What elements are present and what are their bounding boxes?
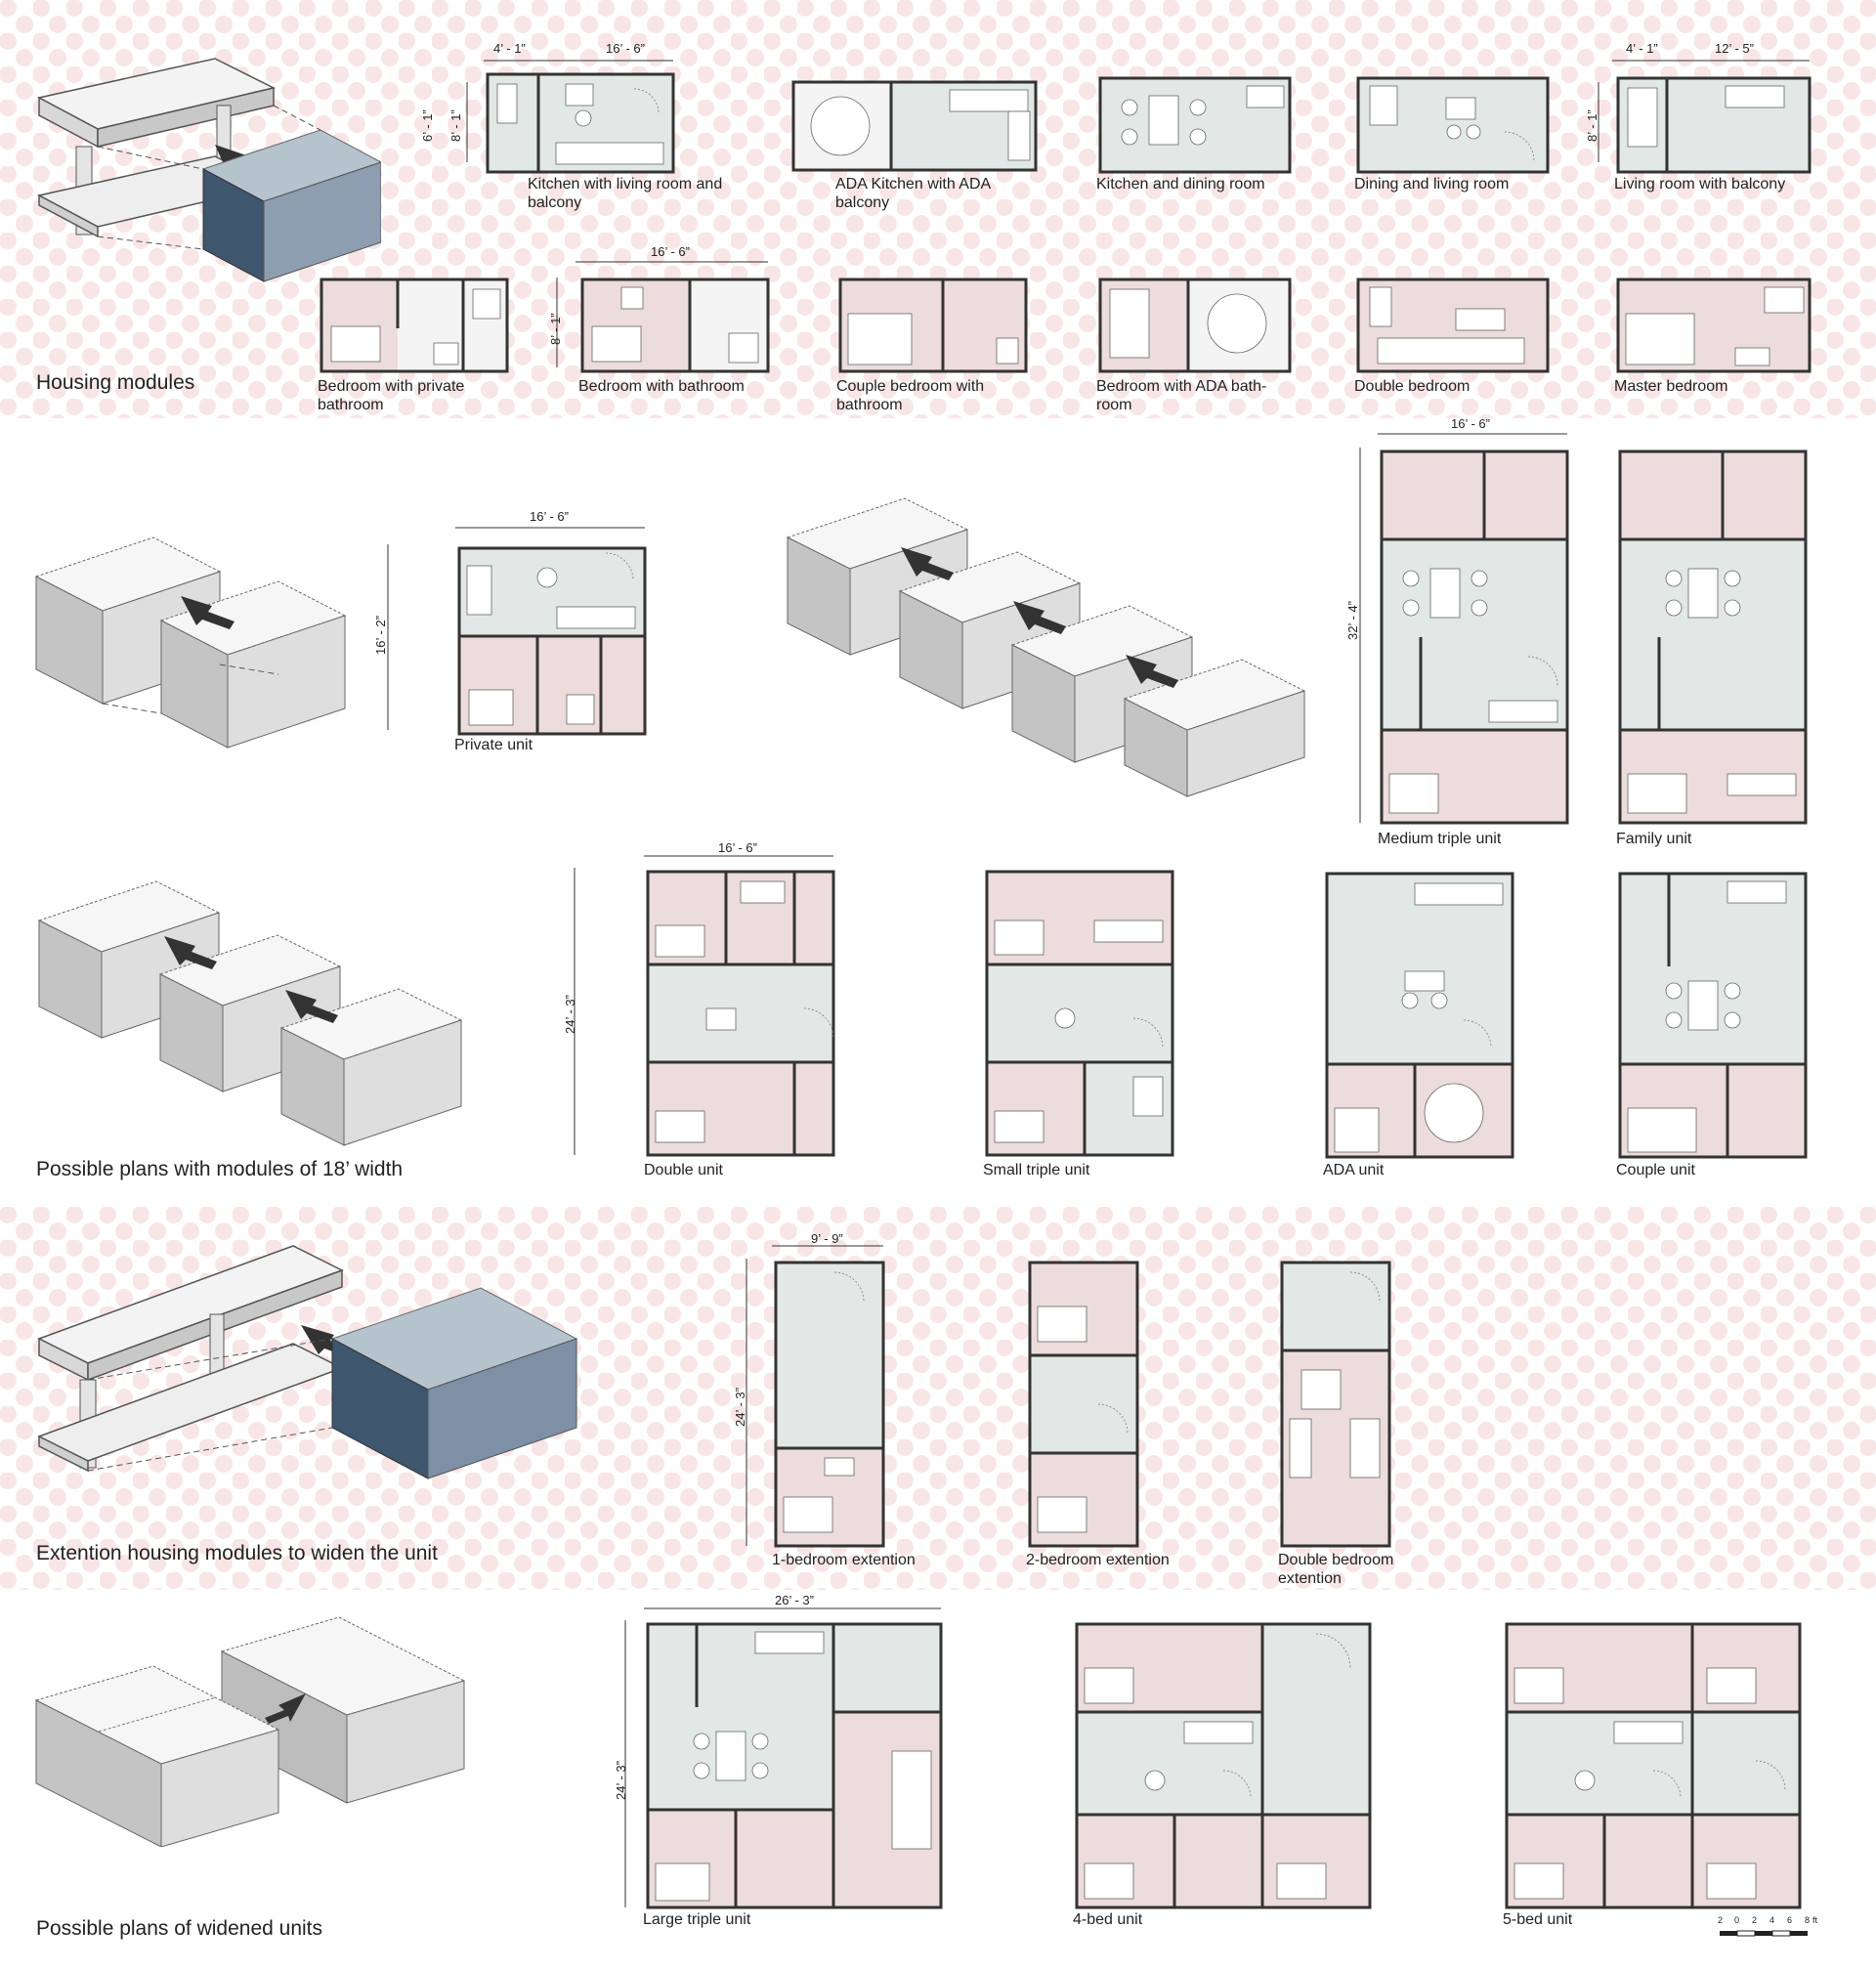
module-label: Kitchen with living room and balcony	[528, 176, 723, 211]
unit-label: 4-bed unit	[1073, 1911, 1143, 1928]
dimension-label: 16’ - 6”	[718, 840, 757, 855]
module-plan-living-balcony	[1614, 74, 1813, 176]
unit-plan-private	[455, 544, 649, 738]
module-label: Bedroom with ADA bath-room	[1096, 378, 1267, 413]
module-plan-double-bedroom	[1354, 276, 1552, 375]
dimension-label: 24’ - 3”	[733, 1388, 747, 1427]
unit-label: Double unit	[644, 1162, 723, 1178]
scale-tick: 2	[1718, 1915, 1724, 1925]
three-module-isometric	[37, 862, 467, 1150]
module-plan-bedroom-ada-bath	[1096, 276, 1294, 375]
scale-tick: 8	[1805, 1915, 1811, 1925]
module-label: Bedroom with bathroom	[578, 378, 745, 395]
dimension-label: 8’ - 1”	[548, 313, 563, 345]
unit-label: Medium triple unit	[1378, 831, 1502, 847]
module-plan-kitchen-dining	[1096, 74, 1294, 176]
module-plan-ada-kitchen	[789, 78, 1040, 174]
module-label: Kitchen and dining room	[1096, 176, 1265, 193]
extension-plan-1-bedroom	[772, 1259, 887, 1550]
unit-plan-small-triple	[983, 868, 1176, 1159]
extension-plan-2-bedroom	[1026, 1259, 1141, 1550]
dimension-label: 16’ - 6”	[530, 509, 569, 524]
extension-module-isometric	[29, 1241, 586, 1495]
dimension-label: 32’ - 4”	[1345, 601, 1360, 640]
dimension-label: 8’ - 1”	[1585, 109, 1599, 142]
module-label: Couple bedroom with bathroom	[836, 378, 985, 413]
module-plan-kitchen-living-balcony	[484, 70, 677, 176]
unit-plan-large-triple	[644, 1620, 945, 1911]
unit-plan-ada	[1323, 870, 1516, 1161]
module-label: Living room with balcony	[1614, 176, 1786, 193]
extension-plan-double-bedroom	[1278, 1259, 1393, 1550]
housing-module-isometric	[29, 49, 381, 283]
dimension-label: 16’ - 6”	[606, 41, 645, 56]
dimension-label: 16’ - 6”	[651, 244, 690, 259]
scale-tick: 2	[1752, 1915, 1758, 1925]
scale-tick: 4	[1769, 1915, 1775, 1925]
dimension-label: 16’ - 6”	[1451, 416, 1490, 431]
module-label: Dining and living room	[1354, 176, 1510, 193]
dimension-label: 24’ - 3”	[563, 995, 577, 1034]
module-label: ADA Kitchen with ADA balcony	[835, 176, 991, 211]
unit-label: ADA unit	[1323, 1162, 1385, 1178]
module-plan-dining-living	[1354, 74, 1552, 176]
module-label: Bedroom with private bathroom	[318, 378, 465, 413]
extension-label: 1-bedroom extention	[772, 1552, 916, 1568]
unit-plan-couple	[1616, 870, 1810, 1161]
module-label: Double bedroom	[1354, 378, 1471, 395]
scale-bar: 2 0 2 4 6 8 ft	[1718, 1915, 1835, 1947]
dimension-label: 4’ - 1”	[493, 41, 526, 56]
scale-unit: ft	[1812, 1915, 1818, 1925]
unit-label: Family unit	[1616, 831, 1692, 847]
unit-plan-5-bed	[1503, 1620, 1804, 1911]
dimension-label: 4’ - 1”	[1626, 41, 1658, 56]
dimension-label: 6’ - 1”	[420, 109, 435, 142]
section-title-extension: Extention housing modules to widen the u…	[36, 1542, 438, 1564]
extension-label: Double bedroom extention	[1278, 1552, 1394, 1587]
extension-label: 2-bedroom extention	[1026, 1552, 1170, 1568]
module-plan-couple-bedroom-bath	[836, 276, 1030, 375]
two-module-isometric	[34, 528, 347, 752]
four-module-isometric	[782, 469, 1309, 806]
dimension-label: 12’ - 5”	[1715, 41, 1754, 56]
unit-plan-double	[644, 868, 837, 1159]
unit-plan-medium-triple	[1378, 448, 1571, 827]
module-label: Master bedroom	[1614, 378, 1728, 395]
unit-plan-family	[1616, 448, 1810, 827]
module-plan-master-bedroom	[1614, 276, 1813, 375]
dimension-label: 9’ - 9”	[811, 1231, 843, 1246]
unit-label: Small triple unit	[983, 1162, 1090, 1178]
dimension-label: 8’ - 1”	[448, 109, 463, 142]
widened-module-isometric	[34, 1612, 474, 1847]
section-title-housing-modules: Housing modules	[36, 371, 195, 394]
unit-plan-4-bed	[1073, 1620, 1374, 1911]
scale-tick: 0	[1734, 1915, 1740, 1925]
module-plan-bedroom-bath	[578, 276, 772, 375]
section-title-widened: Possible plans of widened units	[36, 1917, 323, 1940]
dimension-label: 26’ - 3”	[775, 1593, 814, 1607]
dimension-label: 16’ - 2”	[373, 616, 388, 655]
unit-label: Large triple unit	[643, 1911, 751, 1928]
module-plan-bedroom-private-bath	[318, 276, 511, 375]
unit-label: Private unit	[454, 737, 533, 753]
dimension-label: 24’ - 3”	[614, 1761, 628, 1800]
section-title-plans-18: Possible plans with modules of 18’ width	[36, 1158, 404, 1180]
unit-label: 5-bed unit	[1503, 1911, 1573, 1928]
scale-tick: 6	[1787, 1915, 1793, 1925]
unit-label: Couple unit	[1616, 1162, 1695, 1178]
